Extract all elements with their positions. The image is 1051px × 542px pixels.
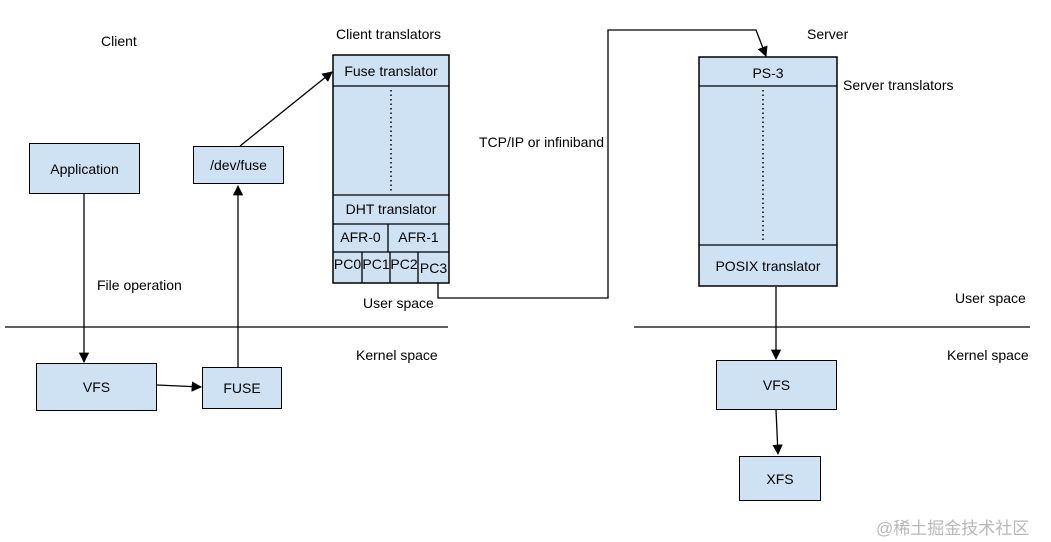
client-stack-box	[332, 54, 450, 284]
dev-fuse-box: /dev/fuse	[193, 146, 284, 184]
ps-3-label: PS-3	[752, 65, 784, 81]
server-translators-label: Server translators	[843, 77, 954, 93]
network-link	[437, 29, 768, 299]
kernel-space-right-label: Kernel space	[947, 347, 1029, 363]
xfs-label: XFS	[766, 470, 794, 487]
dev-fuse-label: /dev/fuse	[210, 157, 267, 173]
client-vfs-box: VFS	[36, 363, 157, 411]
fuse-translator-label: Fuse translator	[344, 63, 438, 79]
arrow-vfs-to-fuse	[156, 381, 203, 392]
application-box: Application	[29, 143, 140, 194]
user-space-right-label: User space	[955, 290, 1026, 306]
server-vfs-box: VFS	[716, 360, 837, 410]
arrow-devfuse-to-fuse-translator	[239, 71, 333, 147]
file-operation-label: File operation	[97, 277, 182, 293]
dht-translator-label: DHT translator	[345, 201, 437, 217]
afr-0-label: AFR-0	[340, 229, 381, 245]
kernel-space-left-label: Kernel space	[356, 347, 438, 363]
client-label: Client	[101, 33, 137, 49]
posix-translator-label: POSIX translator	[715, 258, 821, 274]
client-vfs-label: VFS	[82, 379, 111, 395]
user-space-left-label: User space	[363, 295, 434, 311]
pc0-label: PC0	[333, 256, 362, 272]
arrow-vfs-to-xfs	[772, 409, 783, 456]
application-label: Application	[50, 160, 119, 177]
fuse-box: FUSE	[202, 367, 282, 409]
client-translators-label: Client translators	[336, 26, 442, 42]
server-vfs-label: VFS	[762, 377, 791, 393]
pc2-label: PC2	[390, 256, 418, 272]
server-stack-box	[698, 56, 838, 287]
fuse-label: FUSE	[223, 380, 261, 396]
pc3-label: PC3	[419, 260, 448, 276]
watermark: @稀土掘金技术社区	[876, 519, 1030, 538]
afr-1-label: AFR-1	[398, 229, 439, 245]
server-label: Server	[807, 26, 849, 42]
network-label: TCP/IP or infiniband	[479, 134, 605, 150]
xfs-box: XFS	[739, 456, 821, 501]
pc1-label: PC1	[362, 256, 390, 272]
